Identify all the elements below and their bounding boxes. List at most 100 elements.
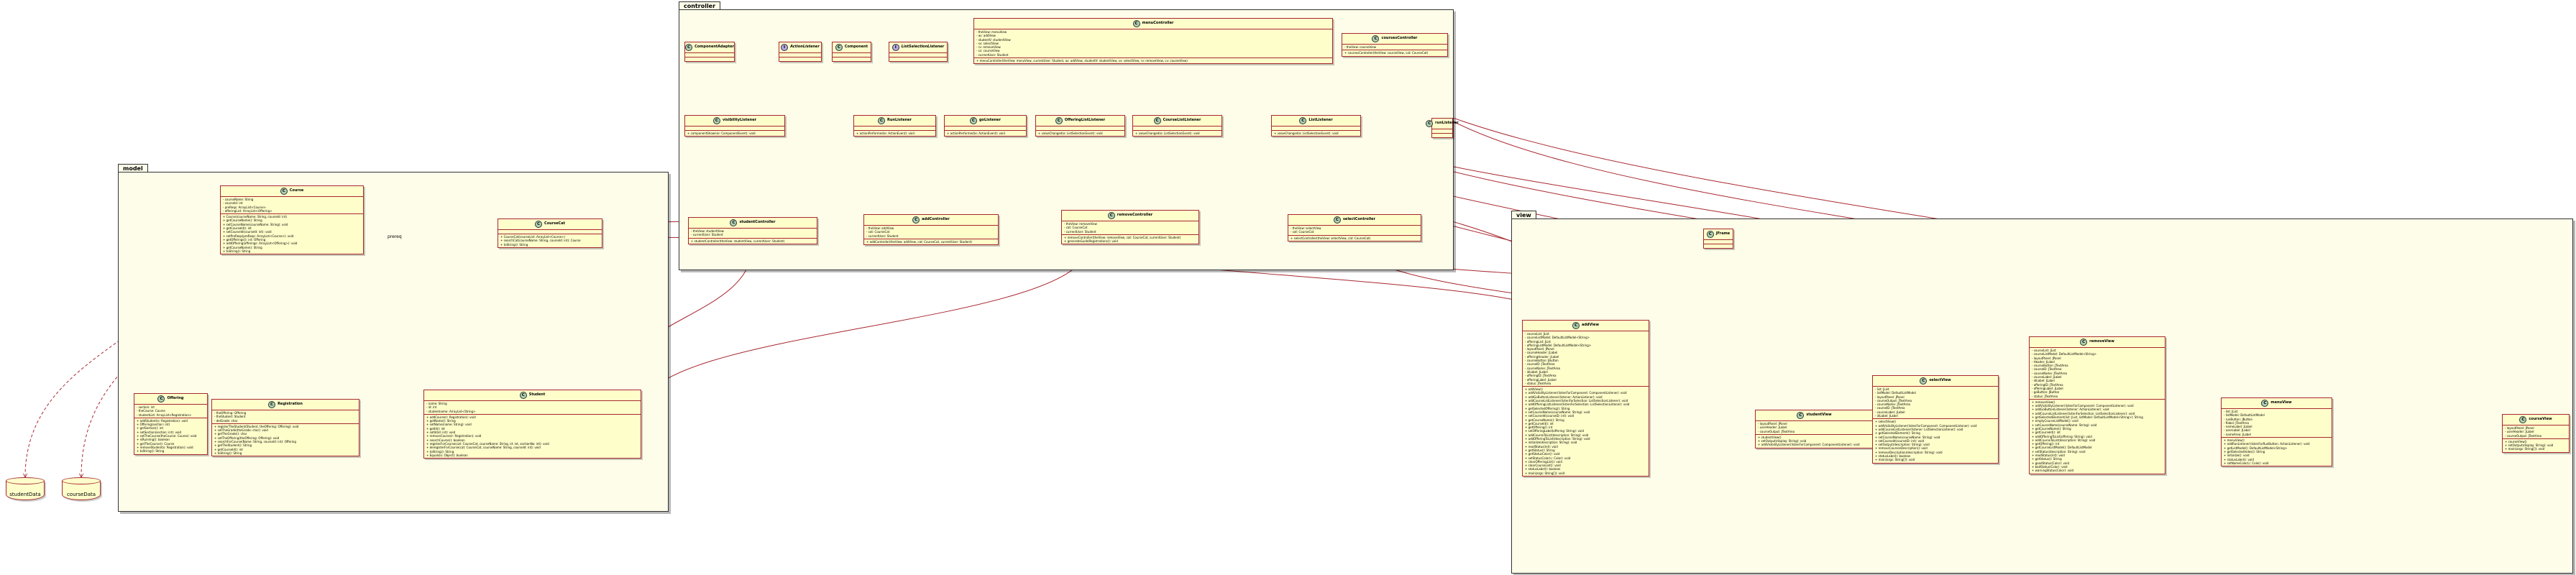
methods-section: + registerTheStudent(Student, theOfferin… — [212, 424, 359, 456]
class-name: menuController — [1142, 21, 1174, 26]
method: + readStatus(int): void — [2032, 454, 2065, 458]
method: + getCourseName(): String — [2032, 426, 2071, 431]
attribute: - currentUser: Student — [866, 234, 899, 238]
method: + registerTheStudent(Student, theOfferin… — [214, 424, 299, 428]
attribute: - cat: CourseCat — [1291, 230, 1314, 234]
methods-section — [779, 58, 821, 61]
method: + addStudent(s: Registration): void — [137, 418, 188, 423]
attribute: - idLabel: JLabel — [1525, 369, 1548, 374]
attribute: - section: int — [137, 405, 155, 409]
attributes-section: - courseList: JList- courseListModel: De… — [1523, 331, 1649, 387]
attributes-section: - layoutPanel: JPanel- userHeader: JLabe… — [1756, 421, 1873, 435]
attribute: - nameLabel: JLabel — [2224, 425, 2252, 429]
attribute: - listModel: DefaultListModel — [2224, 413, 2265, 418]
interface-icon: I — [891, 44, 899, 51]
method: + componentShown(e: ComponentEvent): voi… — [687, 132, 756, 135]
attribute: - theView: menuView — [976, 30, 1007, 34]
class-icon: C — [1055, 117, 1063, 124]
attribute: - courseButton: JButton — [1525, 359, 1559, 363]
method: + getTheGrade(): char — [214, 432, 247, 436]
attribute: - courseName: JTextArea — [1525, 366, 1560, 370]
method: + initialize(description: String): void — [1525, 441, 1577, 445]
methods-section: + courseView()+ setOutput(display: Strin… — [2503, 439, 2569, 452]
attribute: - offeringHeader: JLabel — [1525, 354, 1559, 359]
attribute: - courseID: JTextArea — [1525, 362, 1555, 367]
method: + addCourseListListener(listenForSelecti… — [1525, 399, 1628, 403]
class-name: addView — [1581, 323, 1600, 328]
method: + addOfferingToList(description: String)… — [1525, 437, 1590, 441]
methods-section: + actionPerformed(e: ActionEvent): void — [945, 131, 1026, 136]
attribute: - theStudent: Student — [214, 415, 246, 419]
methods-section — [1704, 244, 1733, 248]
class-icon: C — [2519, 416, 2527, 423]
method: + valueChanged(e: ListSelectionEvent): v… — [1274, 132, 1339, 135]
attribute: - layoutPanel: JPanel — [1525, 347, 1554, 351]
method: + getCourseListModel(): DefaultListModel — [2032, 446, 2092, 450]
method: + setNameColor(c: Color): void — [2224, 461, 2269, 465]
methods-section: + studentView()+ setOutput(display: Stri… — [1756, 435, 1873, 448]
attribute: - cat: CourseCat — [866, 230, 890, 234]
attribute: - offeringList: JList — [1525, 339, 1551, 344]
methods-section: + menuView()+ addRunListener(listenForRu… — [2222, 438, 2332, 466]
attributes-section — [685, 53, 734, 58]
method: + addGoButtonListener(listener: ActionLi… — [2032, 408, 2109, 412]
attributes-section: - section: int- theCourse: Course- stude… — [134, 405, 207, 418]
class-name: Course — [289, 188, 304, 193]
class-name: JFrame — [1715, 231, 1731, 236]
method: + addCourseListListener(listenForSelecti… — [2032, 411, 2135, 415]
methods-section: + coursesController(theView: courseView,… — [1342, 50, 1447, 55]
method: + menuController(theView: menuView, curr… — [976, 59, 1188, 63]
attributes-section — [833, 53, 871, 58]
method: + getTheCourse(): Course — [137, 441, 175, 446]
class-icon: C — [2261, 400, 2269, 407]
method: + setSection(section: int): void — [137, 430, 182, 434]
method: + selectController(theView: selectView, … — [1291, 236, 1371, 240]
methods-section: + addCourse(r: Registration): void+ getN… — [424, 415, 641, 458]
attribute: - theView: selectView — [1291, 226, 1321, 230]
method: + addCourseToList(description: String): … — [1525, 433, 1589, 437]
attribute: - theCourse: Course — [137, 409, 165, 413]
attribute: - studentV: studentView — [976, 37, 1011, 42]
attribute: - delGrade: char — [214, 418, 238, 423]
class-icon: C — [1426, 120, 1434, 127]
method: + emptyCourseListModel(): void — [2032, 419, 2078, 423]
method: + setOutput(display: String): void — [2505, 443, 2554, 448]
method: + getSelectedOffering(): String — [1525, 406, 1570, 410]
method: + getTheStudent(): String — [214, 443, 252, 448]
attribute: - status: JTextArea — [1525, 381, 1551, 385]
package-model-label: model — [118, 164, 148, 172]
method: + warningStatus(Color): void — [2032, 469, 2074, 473]
class-name: CourseListListener — [1163, 118, 1201, 123]
attribute: - courseOutput: JTextArea — [1758, 429, 1795, 433]
class-name: goListener — [978, 118, 1001, 123]
methods-section: + removeController(theView: removeView, … — [1062, 235, 1198, 244]
methods-section: + CourseCat(courseList: ArrayList<Course… — [498, 234, 602, 247]
class-name: removeView — [2089, 339, 2114, 344]
method: + addOfferingListListener(listenForSelec… — [1525, 402, 1630, 407]
attributes-section: - theView: menuView- av: addView- studen… — [974, 29, 1332, 59]
attribute: - userLabel: JLabel — [2224, 428, 2250, 433]
class-icon: C — [912, 216, 920, 224]
class-icon: C — [280, 188, 288, 195]
class-icon: C — [519, 392, 527, 399]
attribute: - theView: courseView — [1344, 45, 1377, 49]
methods-section: + selectView()+ addVisibilityListener(li… — [1873, 419, 1998, 462]
method: + setOfferingLabel(offering: String): vo… — [1525, 429, 1584, 433]
